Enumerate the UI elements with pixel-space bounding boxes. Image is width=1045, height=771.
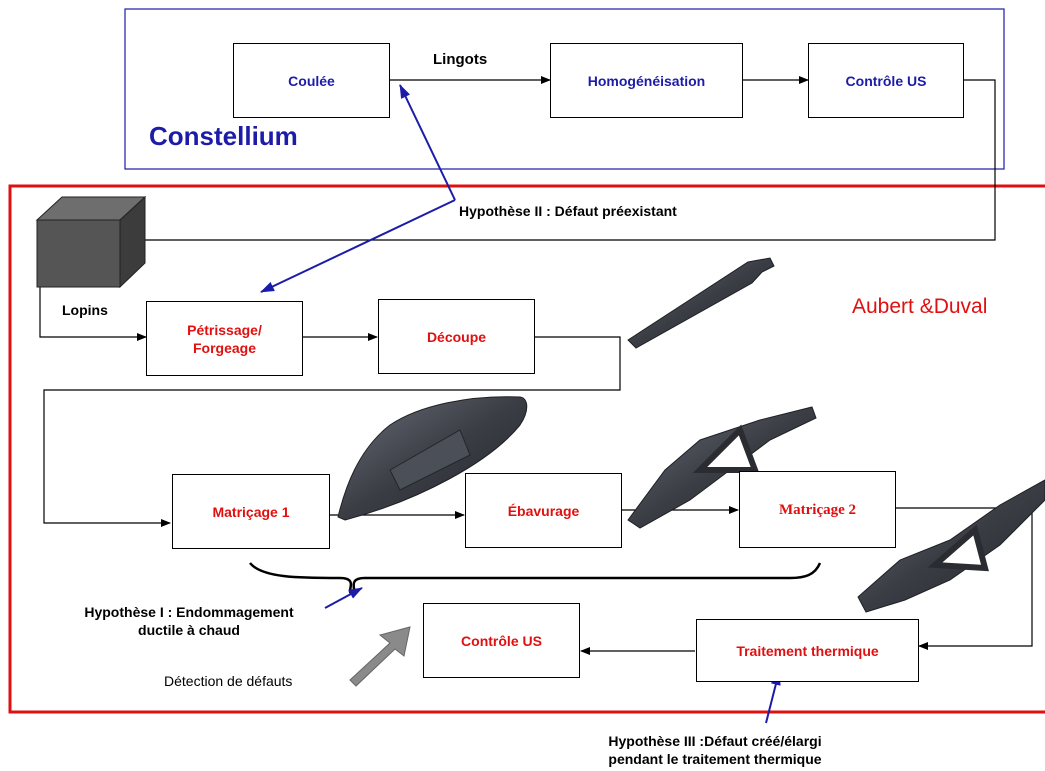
step-controle-us-aubert-duval: Contrôle US (423, 603, 580, 678)
forged-part-2-icon (627, 406, 817, 529)
aubert-duval-title: Aubert &Duval (852, 295, 988, 318)
step-controle-us-label: Contrôle US (845, 72, 927, 89)
step-matricage-1: Matriçage 1 (172, 474, 330, 549)
edge-label-lopins: Lopins (62, 302, 108, 318)
hypothesis-2: Hypothèse II : Défaut préexistant (459, 203, 677, 219)
step-petrissage: Pétrissage/Forgeage (146, 301, 303, 376)
edge-label-lingots: Lingots (433, 51, 488, 68)
matricage-brace (249, 562, 822, 595)
step-decoupe: Découpe (378, 299, 535, 374)
aubert-duval-frame (8, 184, 1045, 714)
detection-label: Détection de défauts (164, 673, 293, 689)
edge-decoupe-to-matricage1 (43, 336, 621, 527)
edge-controle-to-block (142, 79, 996, 241)
lopin-block-icon (35, 195, 147, 289)
step-coulee: Coulée (233, 43, 390, 118)
step-traitement-thermique: Traitement thermique (696, 619, 919, 682)
step-homogeneisation-label: Homogénéisation (587, 72, 706, 89)
step-petrissage-label: Pétrissage/Forgeage (187, 321, 262, 356)
step-matricage-1-label: Matriçage 1 (212, 503, 290, 520)
step-controle-us-constellium: Contrôle US (808, 43, 964, 118)
step-coulee-label: Coulée (288, 72, 335, 89)
step-traitement-thermique-label: Traitement thermique (736, 642, 879, 659)
constellium-title: Constellium (149, 121, 298, 151)
step-decoupe-label: Découpe (426, 328, 487, 345)
edge-block-to-petrissage (39, 287, 147, 341)
hypothesis-arrows (260, 84, 781, 724)
step-controle-us-ad-label: Contrôle US (461, 632, 542, 649)
step-homogeneisation: Homogénéisation (550, 43, 743, 118)
step-ebavurage: Ébavurage (465, 473, 622, 548)
forged-part-3-icon (857, 479, 1045, 613)
step-matricage-2-label: Matriçage 2 (778, 501, 857, 518)
step-ebavurage-label: Ébavurage (507, 502, 580, 519)
h2-arrow-to-coulee (399, 84, 456, 201)
h1-arrow (324, 587, 363, 609)
constellium-frame (124, 8, 1005, 170)
forged-part-1-icon (337, 396, 528, 521)
edge-matricage2-to-traitement (896, 507, 1033, 650)
detection-arrow-icon (349, 626, 411, 687)
h2-arrow-to-petrissage (260, 199, 456, 293)
step-matricage-2: Matriçage 2 (739, 471, 896, 548)
billet-part-icon (627, 257, 775, 349)
